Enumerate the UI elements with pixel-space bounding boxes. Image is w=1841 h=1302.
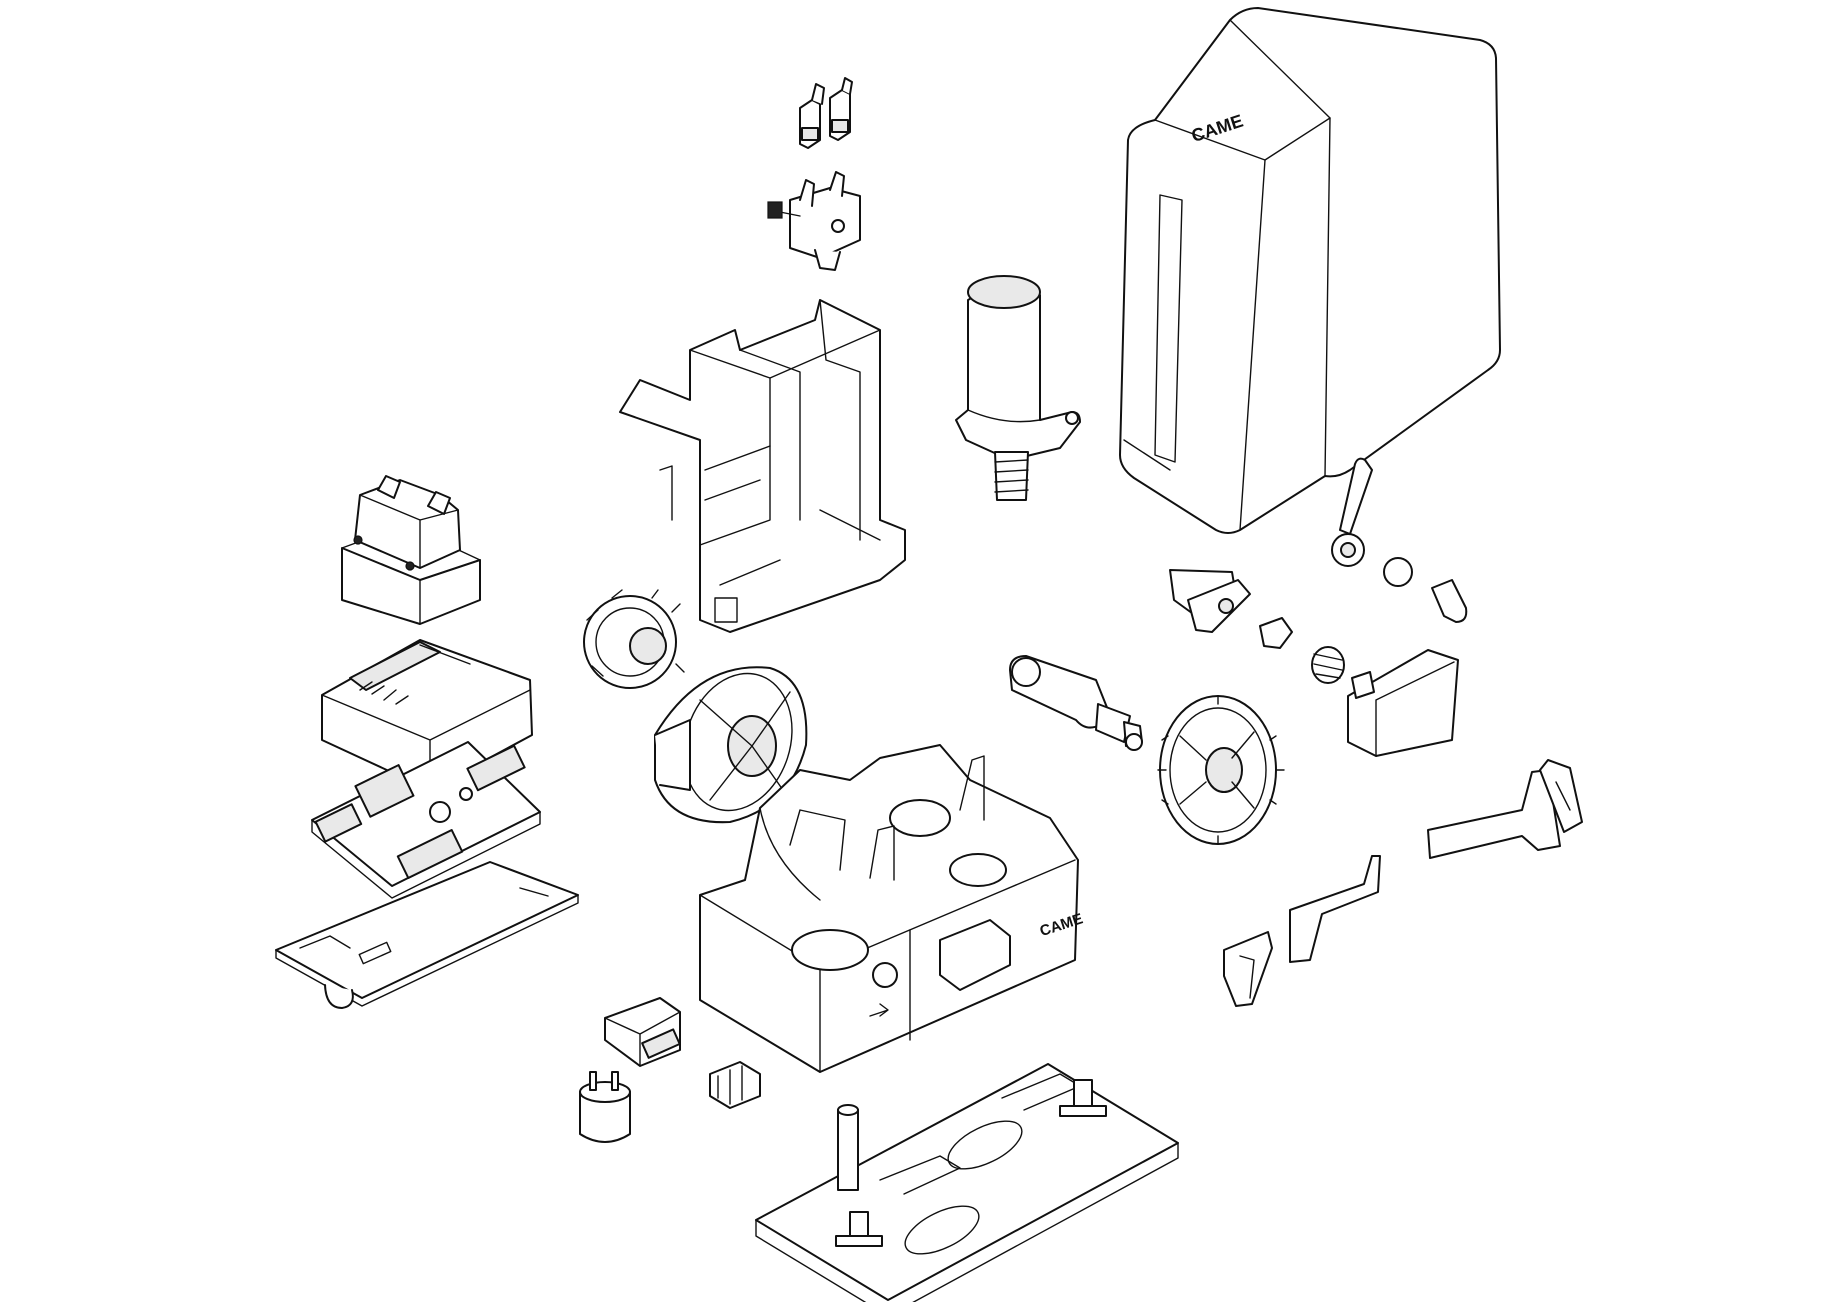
release-lever [1331,457,1373,567]
motor-cover: CAME [1119,7,1501,534]
crown-gear [1157,695,1285,845]
bolt-with-nut [835,1211,883,1247]
terminal-block [709,1061,761,1109]
transformer [341,475,481,625]
bushing-cylinder [579,1071,631,1143]
release-knob-plate [1347,649,1459,757]
gearmotor-frame [619,299,906,633]
control-board [311,741,541,899]
capacitor [604,997,681,1067]
drive-shaft [1009,655,1143,751]
foundation-plate [755,1063,1179,1302]
spring [1311,646,1345,684]
anchor-bolt [837,1104,859,1191]
output-pinion-gear [583,589,685,689]
pulley-disc [654,666,808,824]
limit-bracket-left [1223,855,1381,1007]
board-mounting-plate [275,861,579,1009]
bolt-with-nut-2 [1059,1079,1107,1117]
release-lock-assembly [1169,457,1468,757]
limit-bracket-right [1427,759,1583,859]
limit-switch-assembly [767,171,861,271]
connector-clips [799,77,853,149]
gearmotor-housing: CAME [699,744,1085,1073]
worm-screw [994,451,1029,501]
electric-motor [955,275,1081,501]
